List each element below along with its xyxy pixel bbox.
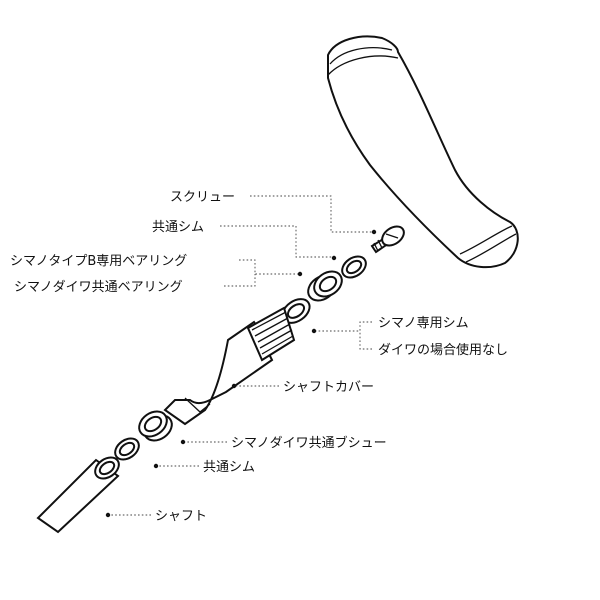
label-screw: スクリュー [170, 190, 235, 205]
leader-lines [105, 195, 377, 518]
common-shim-top-part [341, 255, 367, 279]
label-common-shoe: シマノダイワ共通ブシュー [231, 435, 387, 451]
label-shaft: シャフト [155, 509, 207, 524]
label-shimano-daiwa-bearing: シマノダイワ共通ベアリング [14, 280, 183, 295]
bearing-part [307, 270, 343, 302]
shaft-cover-part [163, 306, 296, 426]
bushing-part [138, 410, 173, 442]
shimano-shim-part [281, 298, 311, 324]
label-common-shim-top: 共通シム [152, 220, 204, 235]
label-shimano-b-bearing: シマノタイプB専用ベアリング [10, 254, 187, 269]
label-daiwa-unused: ダイワの場合使用なし [378, 342, 508, 358]
label-shaft-cover: シャフトカバー [283, 380, 374, 395]
shaft-part [36, 456, 120, 534]
common-shim-bottom-part [114, 437, 140, 461]
label-shimano-shim: シマノ専用シム [378, 316, 469, 331]
knob-handle [327, 35, 519, 269]
label-common-shim-bottom: 共通シム [203, 460, 255, 475]
screw-part [370, 225, 405, 254]
